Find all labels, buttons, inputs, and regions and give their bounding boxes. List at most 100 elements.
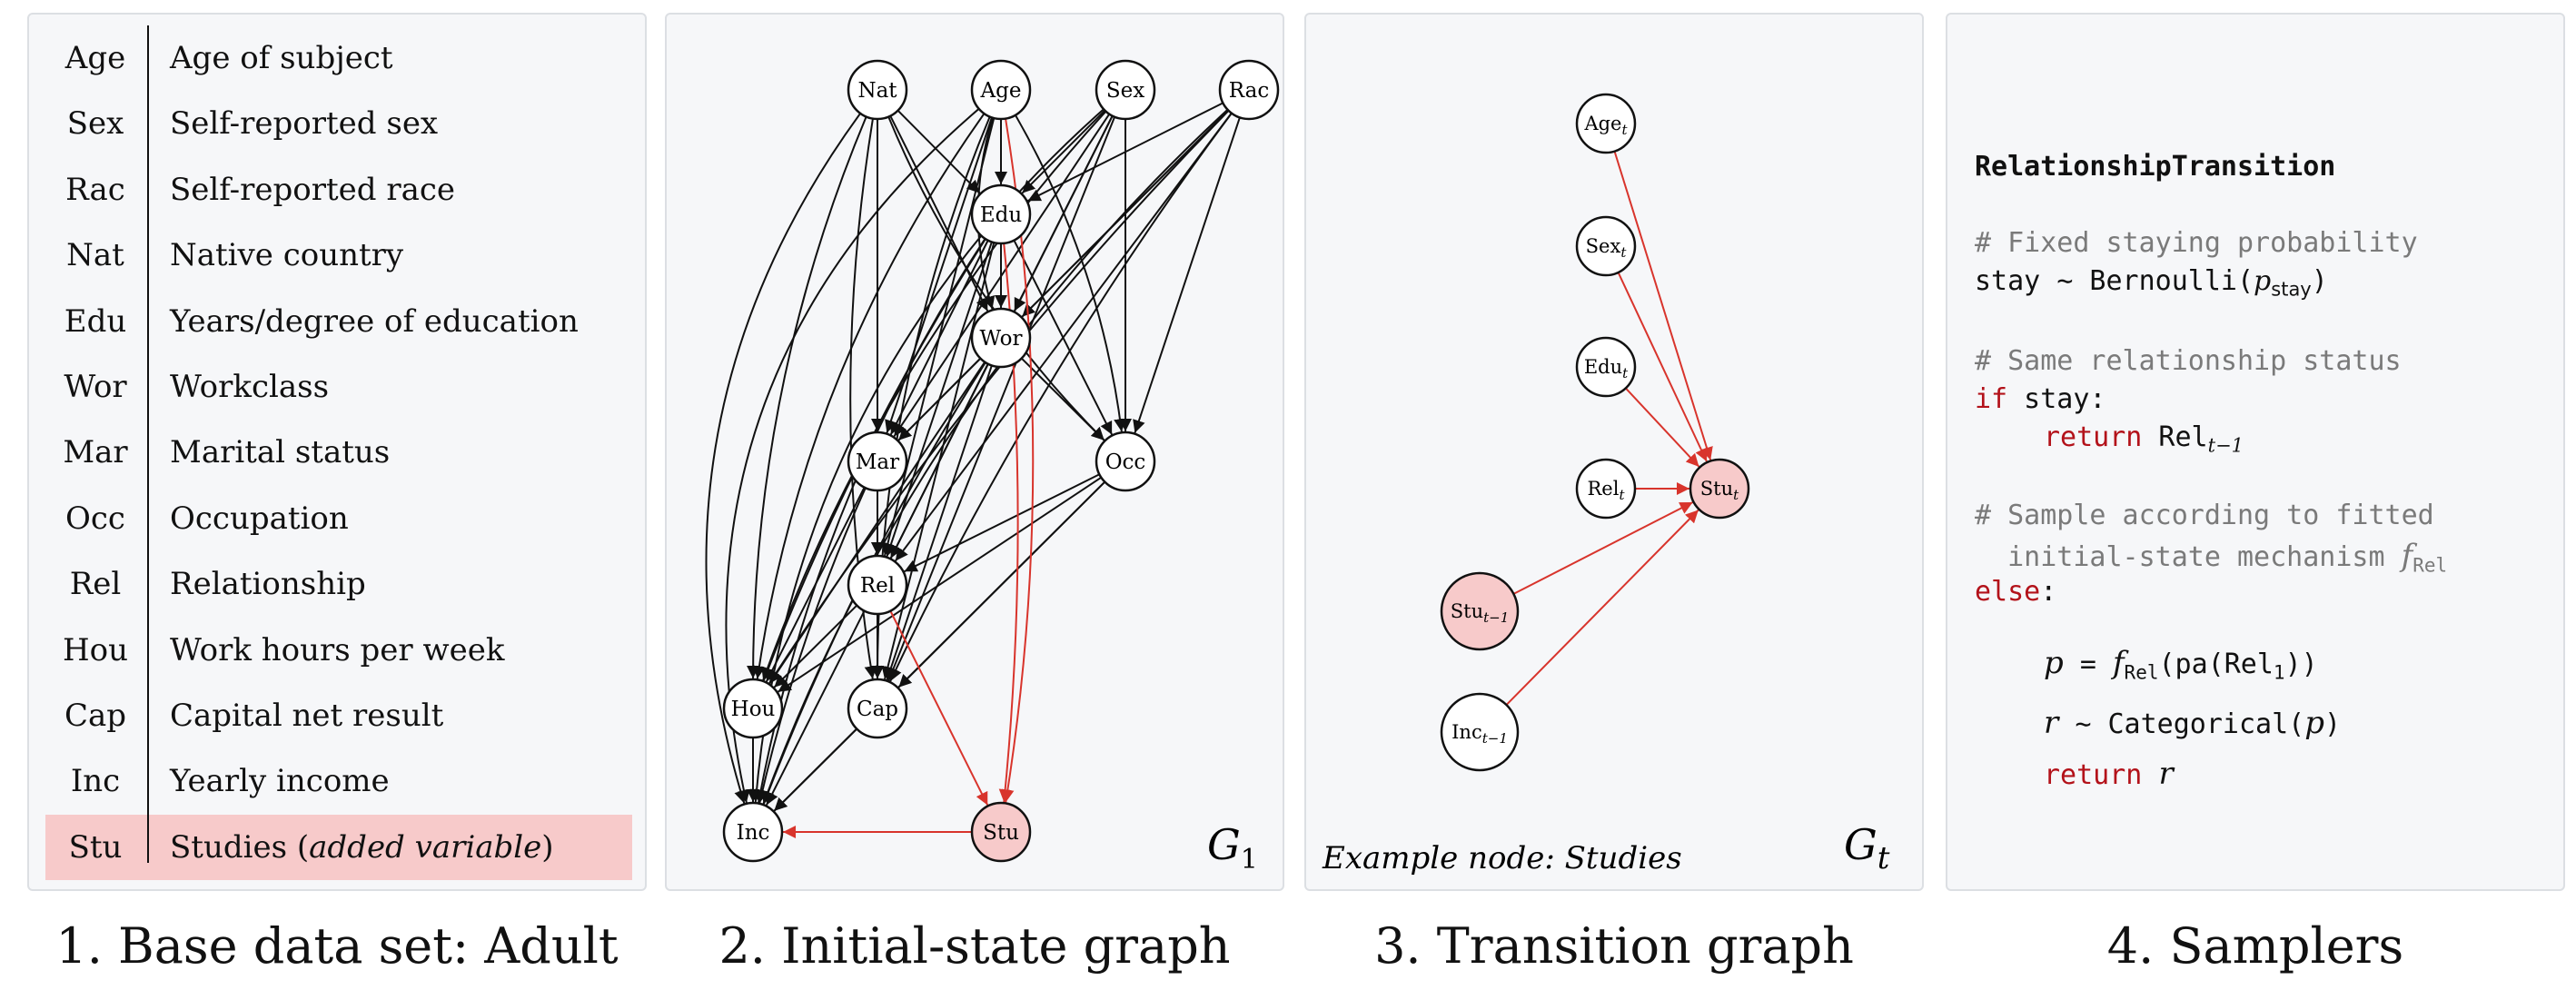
graph-node-nat: Nat bbox=[847, 59, 908, 121]
variable-abbr: Nat bbox=[66, 237, 124, 274]
transition-node-label: Stut−1 bbox=[1451, 600, 1510, 626]
variable-description: Yearly income bbox=[170, 763, 390, 800]
variable-abbr: Age bbox=[64, 40, 126, 76]
transition-node-label: Sext bbox=[1586, 235, 1628, 261]
graph-node-age: Age bbox=[970, 59, 1032, 121]
code-p-sub: stay bbox=[2271, 278, 2312, 301]
variable-abbr: Occ bbox=[65, 500, 125, 537]
caption-base-data-set: 1. Base data set: Adult bbox=[55, 917, 619, 975]
code-return-r: r bbox=[2158, 756, 2174, 792]
graph-label-g1: G1 bbox=[1207, 820, 1258, 876]
table-row: Cap Capital net result bbox=[45, 683, 632, 748]
code-p-assign-close: )) bbox=[2284, 648, 2318, 680]
graph-node-label: Occ bbox=[1105, 450, 1146, 474]
code-p-assign-lhs: p bbox=[2044, 645, 2064, 681]
graph-node-label: Rac bbox=[1229, 79, 1269, 103]
edge-wor-rel bbox=[889, 363, 989, 559]
edge-rac-occ bbox=[1133, 117, 1241, 434]
code-title: RelationshipTransition bbox=[1975, 151, 2336, 183]
caption-initial-state-graph: 2. Initial-state graph bbox=[718, 917, 1231, 975]
edge-nat-wor bbox=[889, 115, 989, 312]
graph-node-rac: Rac bbox=[1218, 59, 1280, 121]
variable-description: Work hours per week bbox=[170, 631, 505, 668]
graph-label-gt: Gt bbox=[1844, 820, 1890, 876]
graph-node-label: Nat bbox=[857, 79, 897, 103]
code-r-close: ) bbox=[2323, 708, 2342, 740]
edge-rac-cap bbox=[889, 113, 1233, 682]
graph-node-rel: Rel bbox=[847, 554, 908, 616]
graph-label-g1-letter: G bbox=[1207, 820, 1241, 869]
graph-node-label: Age bbox=[980, 79, 1022, 103]
edge-edu-mar bbox=[889, 240, 989, 435]
code-r-line: r ∼ Categorical(p) bbox=[2044, 705, 2341, 741]
caption-samplers: 4. Samplers bbox=[2106, 917, 2404, 975]
graph-node-edu: Edu bbox=[970, 183, 1032, 245]
edge-nat-hou bbox=[747, 116, 867, 679]
graph-node-inc: Inc bbox=[722, 801, 784, 863]
code-r-p: p bbox=[2304, 705, 2324, 741]
added-desc-prefix: Studies ( bbox=[170, 828, 310, 866]
code-if-kw: if bbox=[1975, 383, 2008, 415]
edge-rel-hou bbox=[773, 604, 857, 688]
graph-node-label: Edu bbox=[980, 203, 1022, 227]
code-else-colon: : bbox=[2040, 576, 2057, 608]
code-comment-same: # Same relationship status bbox=[1975, 345, 2402, 377]
code-comment-sample-a: # Sample according to fitted bbox=[1975, 500, 2434, 531]
code-else-line: else: bbox=[1975, 576, 2056, 608]
variable-abbr: Hou bbox=[62, 631, 129, 668]
variable-description: Studies (added variable) bbox=[170, 829, 554, 866]
code-r-lhs: r bbox=[2044, 705, 2059, 741]
graph-node-label: Stu bbox=[983, 821, 1019, 845]
edge-nat-edu bbox=[897, 110, 981, 194]
code-comment-sample-b-text: initial-state mechanism bbox=[1975, 541, 2402, 573]
variable-description: Self-reported sex bbox=[170, 105, 439, 143]
variable-description: Capital net result bbox=[170, 697, 444, 734]
code-p-assign-line: p = fRel(pa(Rel1)) bbox=[2044, 645, 2318, 683]
example-node-label: Example node: Studies bbox=[1322, 840, 1682, 876]
graph-node-mar: Mar bbox=[847, 431, 908, 492]
graph-node-wor: Wor bbox=[970, 307, 1032, 369]
transition-node-stu-t: Stut bbox=[1689, 458, 1750, 520]
edge-sex-edu bbox=[1021, 109, 1106, 194]
code-else-kw: else bbox=[1975, 576, 2041, 608]
variable-abbr: Cap bbox=[64, 697, 127, 734]
variable-description: Age of subject bbox=[170, 40, 393, 76]
edge-wor-mar bbox=[897, 357, 982, 441]
code-comment-sample-b: initial-state mechanism fRel bbox=[1975, 538, 2447, 576]
edge-age-mar bbox=[885, 117, 993, 434]
transition-edge bbox=[1625, 387, 1700, 468]
graph-node-hou: Hou bbox=[722, 678, 784, 739]
graph-node-label: Hou bbox=[731, 698, 776, 721]
edge-wor-cap bbox=[885, 365, 993, 681]
table-row: Age Age of subject bbox=[45, 25, 632, 91]
transition-node-stu-prev: Stut−1 bbox=[1440, 571, 1520, 651]
variable-abbr: Rac bbox=[65, 171, 125, 208]
code-p-assign-rel-sub: 1 bbox=[2273, 661, 2285, 684]
transition-node-inc-prev: Inct−1 bbox=[1440, 692, 1520, 772]
edge-rel-stu bbox=[889, 610, 989, 806]
code-r-rest: ∼ Categorical( bbox=[2058, 708, 2305, 740]
variable-abbr: Sex bbox=[66, 105, 124, 143]
transition-node-label: Inct−1 bbox=[1451, 721, 1508, 747]
transition-node-label: Edut bbox=[1584, 356, 1629, 381]
graph-node-label: Cap bbox=[857, 698, 898, 721]
graph-label-gt-letter: G bbox=[1844, 820, 1878, 869]
variable-description: Marital status bbox=[170, 434, 391, 471]
edge-cap-inc bbox=[773, 728, 857, 812]
graph-node-occ: Occ bbox=[1095, 431, 1156, 492]
transition-node-edu-t: Edut bbox=[1575, 336, 1637, 398]
variable-description: Relationship bbox=[170, 566, 366, 603]
code-rel-prev: Rel bbox=[2142, 421, 2208, 453]
edge-edu-occ bbox=[1013, 240, 1114, 435]
